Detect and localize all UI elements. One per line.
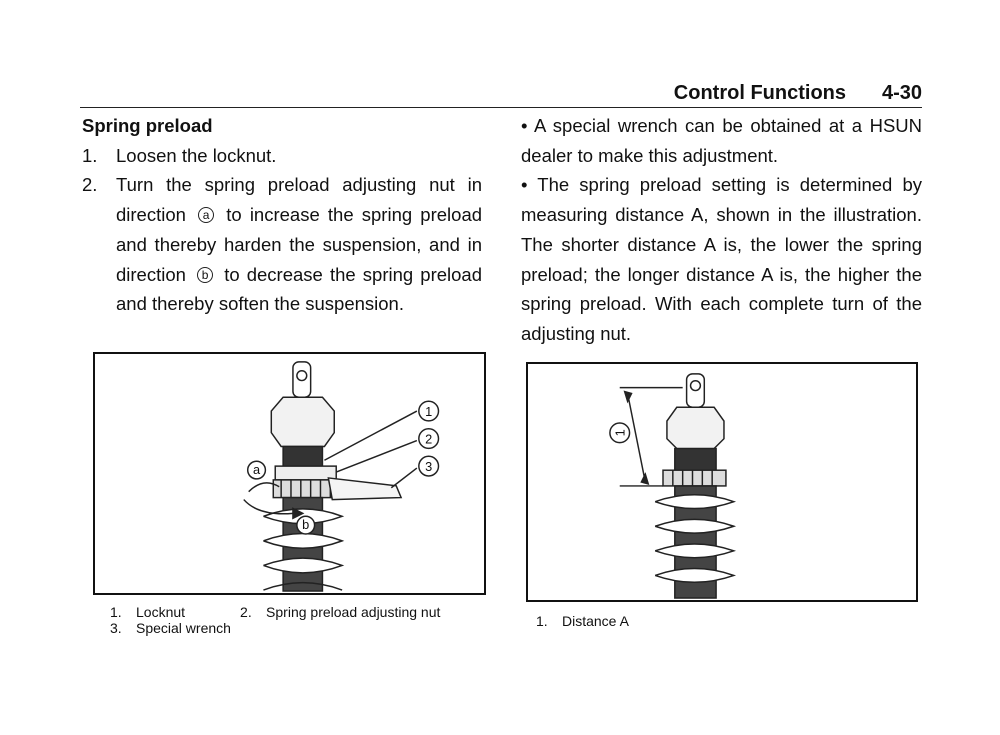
- figure-left-caption: 1. Locknut 2. Spring preload adjusting n…: [110, 604, 490, 636]
- section-title: Spring preload: [82, 115, 213, 136]
- caption-row: 1. Locknut 2. Spring preload adjusting n…: [110, 604, 490, 620]
- caption-item: 2. Spring preload adjusting nut: [240, 604, 440, 620]
- caption-number: 3.: [110, 620, 122, 636]
- step-number: 1.: [82, 144, 98, 166]
- bullet: •: [521, 174, 528, 196]
- direction-b-label: b: [197, 266, 214, 283]
- step-1: 1. Loosen the locknut.: [82, 141, 482, 171]
- distance-a-illustration: 1: [526, 362, 918, 602]
- caption-item: 1. Distance A: [536, 613, 629, 629]
- callout-2: 2: [425, 432, 432, 447]
- figure-right-caption: 1. Distance A: [536, 613, 629, 629]
- step-text-part: to decrease the spring preload and there…: [116, 263, 483, 315]
- shock-absorber-drawing: 1 2 3 a b: [243, 361, 440, 592]
- caption-number: 1.: [110, 604, 122, 620]
- page-header: Control Functions 4-30: [80, 82, 922, 108]
- step-number: 2.: [82, 174, 98, 196]
- callout-b: b: [302, 517, 309, 532]
- shock-wrench-illustration: 1 2 3 a b: [93, 352, 486, 595]
- note-text: The spring preload setting is determined…: [521, 174, 922, 344]
- bullet: •: [521, 115, 528, 136]
- caption-text: Locknut: [136, 604, 186, 620]
- caption-row: 3. Special wrench: [110, 620, 490, 636]
- callout-1: 1: [425, 404, 432, 419]
- caption-number: 1.: [536, 613, 548, 629]
- left-column: Spring preload 1. Loosen the locknut. 2.…: [82, 111, 482, 319]
- step-text-part: Turn the spring preload adjusting nut in…: [116, 174, 482, 226]
- step-text: Turn the spring preload adjusting nut in…: [116, 170, 482, 319]
- note-text: A special wrench can be obtained at a HS…: [521, 115, 923, 166]
- right-column: • A special wrench can be obtained at a …: [521, 111, 922, 349]
- note-paragraph-1: • A special wrench can be obtained at a …: [521, 111, 922, 170]
- caption-text: Spring preload adjusting nut: [266, 604, 441, 620]
- note-paragraph-2: • The spring preload setting is determin…: [521, 170, 922, 348]
- step-text-part: to increase the spring preload and there…: [116, 204, 483, 285]
- caption-number: 2.: [240, 604, 252, 620]
- callout-a: a: [253, 462, 261, 477]
- direction-a-label: a: [198, 207, 215, 224]
- step-text: Loosen the locknut.: [116, 144, 277, 166]
- callout-1: 1: [613, 429, 628, 436]
- caption-item: 1. Locknut: [110, 604, 185, 620]
- caption-text: Distance A: [562, 613, 629, 629]
- step-2: 2. Turn the spring preload adjusting nut…: [82, 170, 482, 319]
- chapter-title: Control Functions: [673, 82, 846, 104]
- caption-text: Special wrench: [136, 620, 231, 636]
- caption-item: 3. Special wrench: [110, 620, 231, 636]
- callout-3: 3: [425, 459, 432, 474]
- shock-absorber-drawing: 1: [609, 373, 737, 599]
- page-number: 4-30: [881, 82, 922, 104]
